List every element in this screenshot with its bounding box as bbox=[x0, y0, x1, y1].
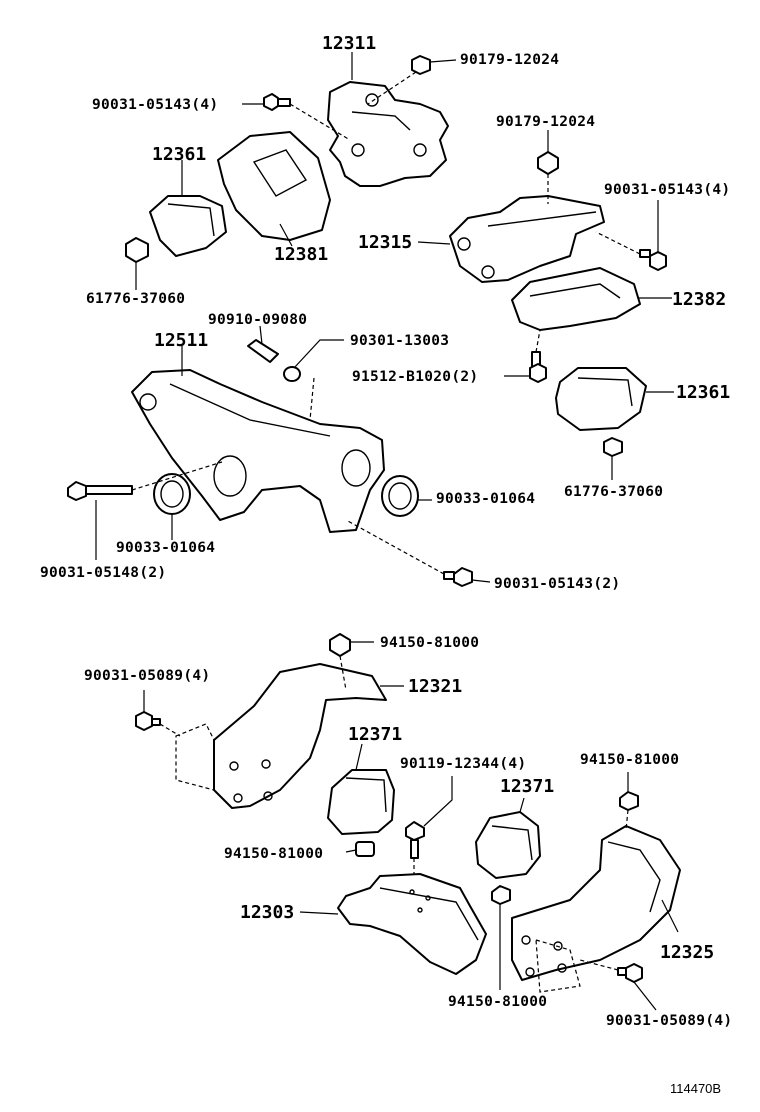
label-12371-left: 12371 bbox=[348, 724, 402, 745]
label-90301-13003: 90301-13003 bbox=[350, 333, 449, 349]
leader-lines bbox=[95, 52, 679, 1011]
label-90119-12344-4: 90119-12344(4) bbox=[400, 756, 526, 772]
label-12361-right: 12361 bbox=[676, 382, 730, 403]
crossmember-12511 bbox=[131, 369, 385, 533]
label-61776-37060-left: 61776-37060 bbox=[86, 291, 185, 307]
label-90031-05089-4-left: 90031-05089(4) bbox=[84, 668, 210, 684]
label-12371-right: 12371 bbox=[500, 776, 554, 797]
bracket-12325 bbox=[511, 825, 681, 993]
nut-94150-left bbox=[355, 841, 375, 857]
bolt-90031-05143-2 bbox=[443, 567, 473, 587]
label-91512-b1020-2: 91512-B1020(2) bbox=[352, 369, 478, 385]
label-90910-09080: 90910-09080 bbox=[208, 312, 307, 328]
label-12311: 12311 bbox=[322, 33, 376, 54]
mount-12361-right bbox=[555, 367, 647, 431]
o-ring-90301 bbox=[283, 366, 301, 382]
nut-94150-top bbox=[329, 633, 351, 657]
label-12381: 12381 bbox=[274, 244, 328, 265]
label-90031-05089-4-right: 90031-05089(4) bbox=[606, 1013, 732, 1029]
bolt-90031-05148 bbox=[67, 481, 133, 501]
label-90031-05143-2: 90031-05143(2) bbox=[494, 576, 620, 592]
label-90179-12024-right: 90179-12024 bbox=[496, 114, 595, 130]
label-12321: 12321 bbox=[408, 676, 462, 697]
label-12315: 12315 bbox=[358, 232, 412, 253]
bolt-90031-top bbox=[263, 93, 291, 111]
label-90031-05148-2: 90031-05148(2) bbox=[40, 565, 166, 581]
label-90033-01064-right: 90033-01064 bbox=[436, 491, 535, 507]
nut-90179-right bbox=[537, 151, 559, 175]
label-12303: 12303 bbox=[240, 902, 294, 923]
nut-90179-top bbox=[411, 55, 431, 75]
gasket-90033-right bbox=[381, 475, 419, 517]
nut-61776-right bbox=[603, 437, 623, 457]
mount-12361-left bbox=[149, 195, 227, 257]
label-90033-01064-left: 90033-01064 bbox=[116, 540, 215, 556]
bolt-91512 bbox=[529, 351, 547, 383]
nut-61776-left bbox=[125, 237, 149, 263]
nut-94150-bottom bbox=[491, 885, 511, 905]
gasket-90033-left bbox=[153, 473, 191, 515]
label-90179-12024-top: 90179-12024 bbox=[460, 52, 559, 68]
nut-94150-right bbox=[619, 791, 639, 811]
bracket-12315 bbox=[449, 195, 605, 283]
insulator-12382 bbox=[511, 267, 641, 331]
label-94150-81000-bottom: 94150-81000 bbox=[448, 994, 547, 1010]
crossmember-12303 bbox=[337, 873, 487, 975]
label-61776-37060-right: 61776-37060 bbox=[564, 484, 663, 500]
bracket-12321 bbox=[175, 663, 387, 809]
label-94150-81000-top: 94150-81000 bbox=[380, 635, 479, 651]
plug-90910 bbox=[247, 339, 279, 363]
insulator-12381 bbox=[217, 131, 331, 241]
bolt-90031-05089-left bbox=[135, 711, 161, 731]
bolt-90031-05089-right bbox=[617, 963, 643, 983]
label-12361-left: 12361 bbox=[152, 144, 206, 165]
label-90031-05143-4-right: 90031-05143(4) bbox=[604, 182, 730, 198]
mount-12371-right bbox=[475, 811, 541, 879]
label-94150-81000-right: 94150-81000 bbox=[580, 752, 679, 768]
label-12511: 12511 bbox=[154, 330, 208, 351]
bracket-12311 bbox=[327, 81, 449, 187]
mount-12371-left bbox=[327, 769, 395, 835]
reference-number: 114470B bbox=[670, 1081, 721, 1096]
bolt-90119 bbox=[405, 821, 425, 859]
label-12382: 12382 bbox=[672, 289, 726, 310]
label-90031-05143-4-top: 90031-05143(4) bbox=[92, 97, 218, 113]
label-12325: 12325 bbox=[660, 942, 714, 963]
label-94150-81000-left: 94150-81000 bbox=[224, 846, 323, 862]
bolt-90031-right bbox=[639, 249, 667, 271]
